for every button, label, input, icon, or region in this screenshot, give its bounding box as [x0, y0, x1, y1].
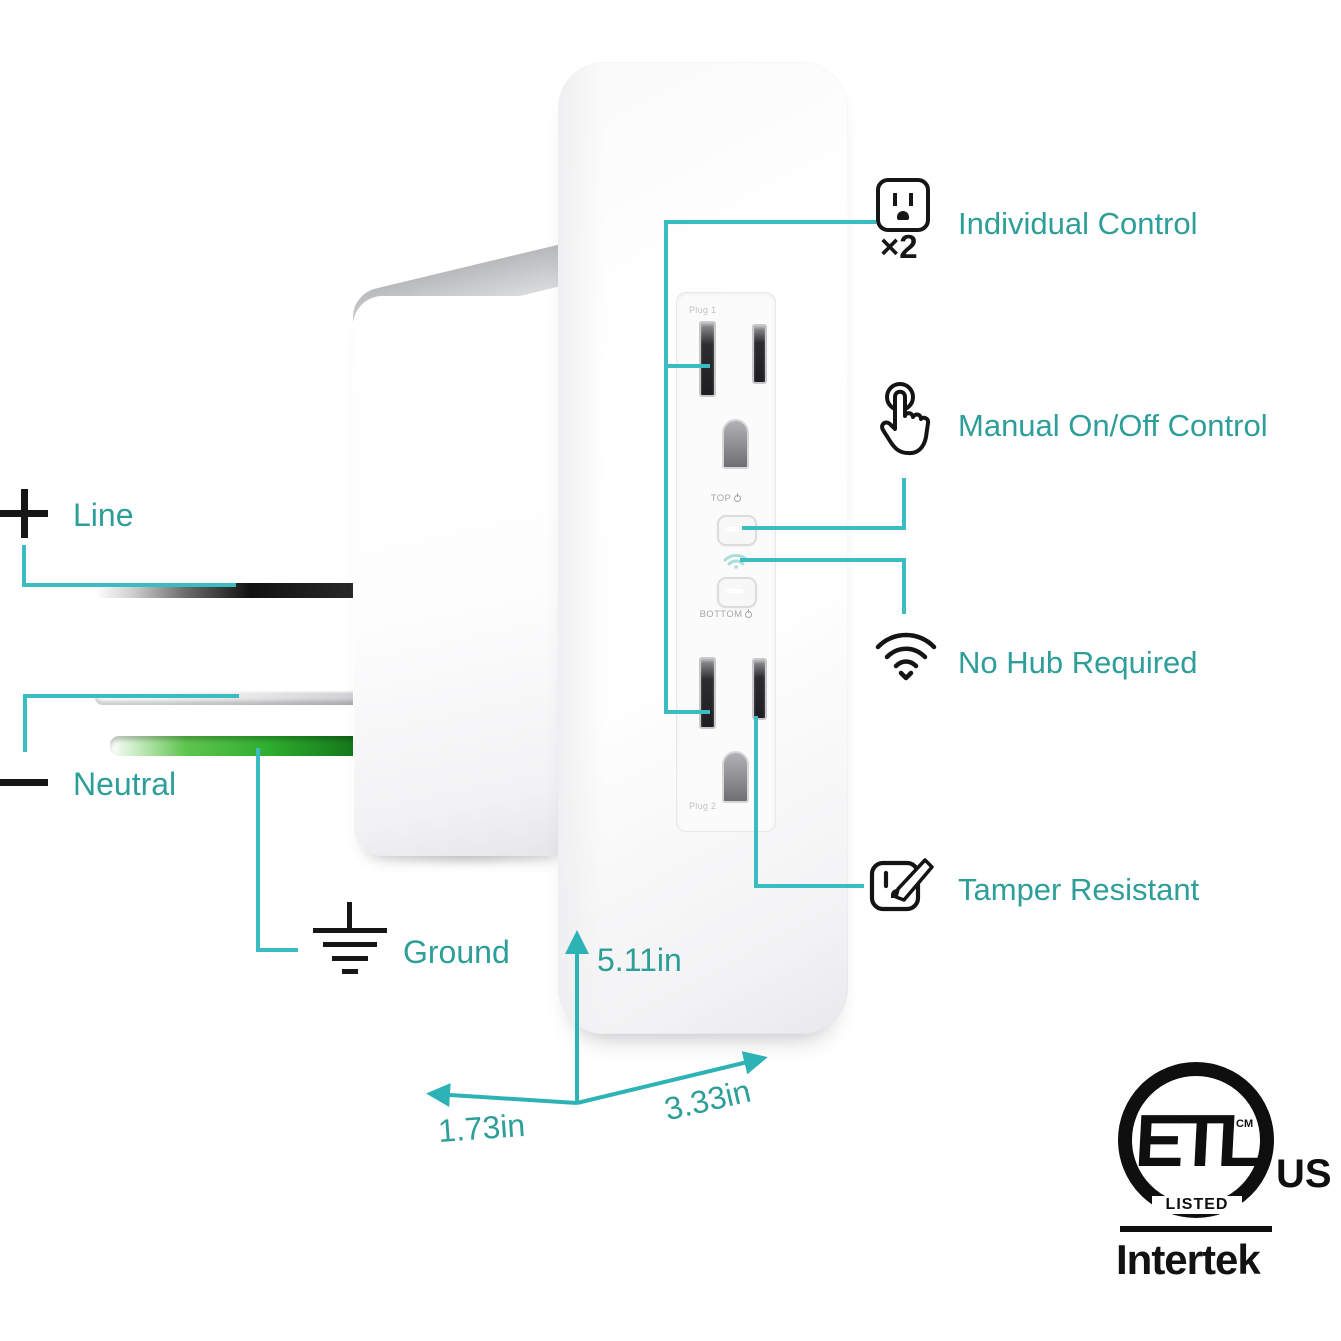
connector-tamper-v [754, 716, 758, 888]
bottom-outlet-neutral-slot [699, 657, 716, 729]
ground-symbol-icon [332, 956, 368, 961]
outlet-multiplier: ×2 [880, 228, 918, 265]
ground-symbol-icon [323, 942, 377, 947]
ground-wire [110, 736, 382, 756]
connector-nohub-v [902, 558, 906, 614]
tap-hand-icon [880, 382, 931, 456]
power-icon [734, 493, 742, 502]
dual-outlet-icon [876, 178, 930, 232]
wifi-icon [875, 632, 937, 681]
feature-manual-control: Manual On/Off Control [958, 408, 1268, 443]
top-outlet-ground-hole [722, 419, 749, 469]
etl-cm-text: CM [1236, 1118, 1254, 1130]
top-outlet-hot-slot [752, 324, 767, 384]
etl-mark-text: ETL [1132, 1098, 1260, 1182]
connector-individual-v [664, 220, 668, 714]
top-outlet-neutral-slot [699, 321, 716, 397]
plug1-label: Plug 1 [689, 305, 717, 315]
etl-listed-text: LISTED [1152, 1196, 1242, 1214]
etl-divider [1120, 1226, 1272, 1232]
bottom-outlet-button[interactable] [717, 577, 757, 608]
power-icon [745, 609, 753, 618]
intertek-wordmark: Intertek [1116, 1236, 1261, 1283]
ground-symbol-icon [313, 928, 387, 933]
ground-symbol-icon [342, 969, 358, 974]
outlet-module: Plug 1 TOP BOTTOM Plug 2 [676, 292, 776, 832]
ground-label: Ground [403, 934, 510, 970]
feature-no-hub: No Hub Required [958, 645, 1198, 680]
plus-icon [21, 489, 28, 538]
device-box-side-view [353, 296, 568, 856]
bottom-outlet-ground-hole [722, 751, 749, 803]
connector-ground-h [256, 948, 298, 952]
connector-manual-v [902, 478, 906, 530]
line-label: Line [73, 497, 134, 533]
connector-line-v [22, 545, 26, 587]
top-button-label: TOP [677, 493, 775, 504]
connector-neutral-h [23, 694, 239, 698]
connector-ground-v [256, 748, 260, 952]
neutral-label: Neutral [73, 766, 177, 802]
top-outlet-button[interactable] [717, 515, 757, 546]
plug2-label: Plug 2 [689, 801, 717, 811]
bottom-button-label: BOTTOM [677, 609, 775, 620]
height-dimension: 5.11in [597, 942, 682, 978]
connector-line-h [22, 583, 236, 587]
minus-icon [0, 779, 48, 786]
connector-manual-h [742, 526, 906, 530]
etl-logo: ETL [1118, 1062, 1274, 1218]
connector-individual-branch-top [664, 364, 710, 368]
feature-tamper-resistant: Tamper Resistant [958, 872, 1200, 907]
connector-tamper-h [754, 884, 864, 888]
width-dimension: 3.33in [660, 1072, 755, 1128]
etl-us-text: US [1276, 1152, 1332, 1196]
connector-individual-h [664, 220, 876, 224]
bottom-outlet-hot-slot [752, 658, 767, 720]
tamper-resistant-outlet-icon [869, 858, 934, 912]
connector-nohub-h [740, 558, 906, 562]
connector-individual-branch-bottom [664, 710, 710, 714]
connector-neutral-v [23, 694, 27, 752]
feature-individual-control: Individual Control [958, 206, 1198, 241]
depth-dimension: 1.73in [436, 1107, 527, 1149]
ground-symbol-icon [347, 902, 352, 930]
